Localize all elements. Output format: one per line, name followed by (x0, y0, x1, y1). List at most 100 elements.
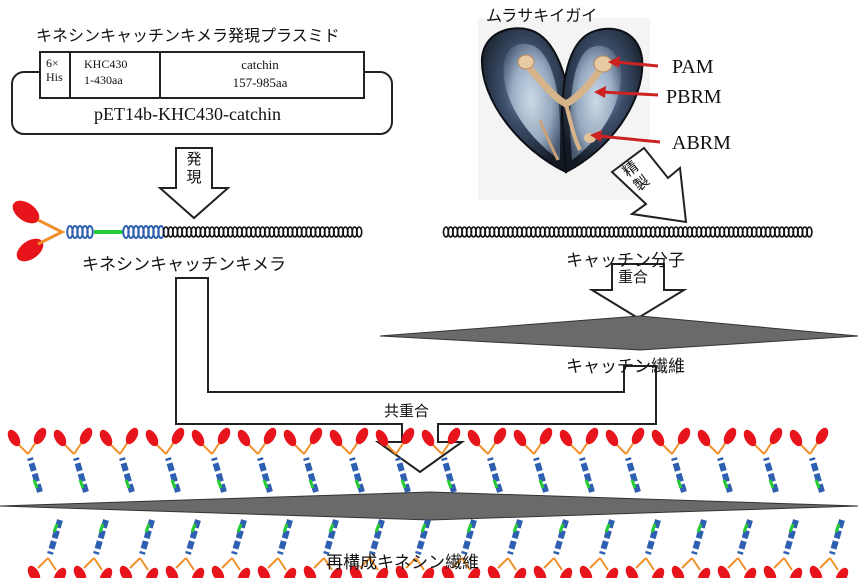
motif-neck (477, 441, 497, 455)
express-arrow (157, 147, 231, 220)
kinesin-head (16, 238, 44, 262)
motif-stalk (139, 519, 155, 555)
motif-stalk (671, 457, 687, 493)
motif-linker (282, 523, 289, 533)
motif-head (631, 427, 645, 445)
motif-stalk (783, 519, 799, 555)
motif-stalk (211, 457, 227, 493)
motif-head (33, 427, 47, 445)
motif-neck (155, 441, 175, 455)
motif-linker (374, 523, 381, 533)
copolymerize-arrow-label: 共重合 (384, 402, 430, 420)
motif-stalk (27, 457, 43, 493)
kinesin-motif (625, 519, 665, 582)
motif-neck (431, 441, 451, 455)
kinesin-motif (53, 427, 93, 493)
motif-head (171, 427, 185, 445)
motif-neck (543, 557, 563, 571)
motif-head (125, 427, 139, 445)
motif-head (237, 429, 251, 447)
motif-neck (201, 441, 221, 455)
his-tag-label: 6× His (46, 56, 63, 84)
motif-stalk (349, 457, 365, 493)
motif-stalk (717, 457, 733, 493)
motif-head (723, 427, 737, 445)
kinesin-motif (283, 427, 323, 493)
kinesin-motif (27, 519, 67, 582)
motif-linker (492, 479, 499, 489)
motif-linker (78, 479, 85, 489)
motif-stalk (415, 519, 431, 555)
motif-linker (742, 523, 749, 533)
motif-stalk (737, 519, 753, 555)
plasmid-title: キネシンキャッチンキメラ発現プラスミド (36, 26, 340, 45)
motif-linker (768, 479, 775, 489)
motif-head (99, 429, 113, 447)
kinesin-motif (467, 427, 507, 493)
motif-linker (584, 479, 591, 489)
motif-linker (512, 523, 519, 533)
kinesin-motif (191, 427, 231, 493)
motif-stalk (829, 519, 845, 555)
motif-linker (190, 523, 197, 533)
motif-linker (236, 523, 243, 533)
motif-neck (247, 441, 267, 455)
coil-loop (355, 226, 363, 238)
polymerize-arrow-label: 重合 (618, 268, 649, 286)
motif-head (513, 429, 527, 447)
motif-stalk (165, 457, 181, 493)
chimera-label: キネシンキャッチンキメラ (82, 255, 286, 275)
kinesin-motif (257, 519, 297, 582)
motif-head (217, 427, 231, 445)
kinesin-head (12, 200, 40, 224)
motif-neck (661, 441, 681, 455)
kinesin-motif (697, 427, 737, 493)
motif-stalk (625, 457, 641, 493)
reconstituted-fiber-label: 再構成キネシン繊維 (326, 553, 479, 573)
label-pbrm: PBRM (666, 86, 722, 108)
label-pam: PAM (672, 56, 714, 78)
catchin-label: catchin 157-985aa (200, 56, 320, 92)
coil-loop (86, 225, 94, 239)
mussel-photo (478, 18, 650, 200)
motif-linker (400, 479, 407, 489)
motif-stalk (277, 519, 293, 555)
motif-linker (446, 479, 453, 489)
motif-linker (788, 523, 795, 533)
motif-linker (308, 479, 315, 489)
motif-stalk (645, 519, 661, 555)
motif-linker (170, 479, 177, 489)
process-arrows (157, 146, 688, 474)
catchin-line2: 157-985aa (232, 75, 288, 90)
motif-head (447, 427, 461, 445)
motif-neck (523, 441, 543, 455)
his-tag-line1: 6× (46, 56, 59, 70)
kinesin-motif (421, 427, 461, 493)
motif-stalk (809, 457, 825, 493)
kinesin-motif (579, 519, 619, 582)
motif-linker (216, 479, 223, 489)
motif-head (559, 429, 573, 447)
motif-linker (328, 523, 335, 533)
motif-stalk (441, 457, 457, 493)
coil-loop (806, 226, 813, 238)
motif-linker (650, 523, 657, 533)
kinesin-motif (211, 519, 251, 582)
motif-head (677, 427, 691, 445)
motif-stalk (691, 519, 707, 555)
motif-neck (681, 557, 701, 571)
motif-stalk (369, 519, 385, 555)
reconstituted-fiber-shape (0, 491, 858, 521)
motif-stalk (323, 519, 339, 555)
motif-neck (753, 441, 773, 455)
polymerize-arrow (588, 263, 688, 320)
motif-neck (405, 557, 425, 571)
motif-stalk (763, 457, 779, 493)
motif-linker (32, 479, 39, 489)
motif-stalk (303, 457, 319, 493)
motif-stalk (231, 519, 247, 555)
motif-stalk (507, 519, 523, 555)
motif-linker (124, 479, 131, 489)
motif-neck (313, 557, 333, 571)
